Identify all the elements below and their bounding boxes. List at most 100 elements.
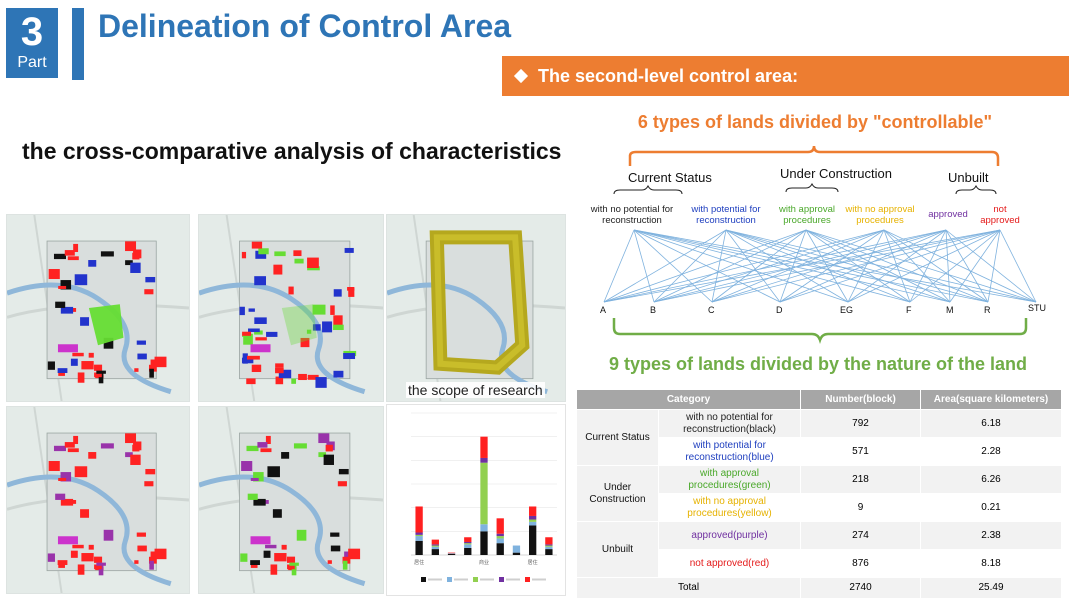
land-type-b: B <box>650 305 657 315</box>
sub-approved: approved <box>928 209 968 220</box>
map-parcel <box>241 251 247 259</box>
bar-5-0 <box>496 543 504 555</box>
header-number: Number(block) <box>800 389 922 410</box>
land-type-r: R <box>984 305 991 315</box>
map-parcel <box>47 361 55 370</box>
row-number: 792 <box>800 409 922 438</box>
map-parcel <box>333 370 344 378</box>
group-unbuilt: Unbuilt <box>576 521 659 578</box>
row-label: with approval procedures(green) <box>657 465 802 494</box>
map-parcel <box>134 368 139 372</box>
bar-8-1 <box>545 546 553 550</box>
map-parcel <box>289 562 299 566</box>
map-parcel <box>80 317 90 326</box>
map-parcel <box>254 276 267 286</box>
map-parcel <box>125 452 133 458</box>
scope-caption: the scope of research <box>406 382 545 398</box>
map-parcel <box>55 493 66 500</box>
map-parcel <box>96 562 106 566</box>
bar-7-0 <box>529 525 537 555</box>
bar-2-1 <box>447 553 456 554</box>
map-parcel <box>318 433 330 444</box>
map-parcel <box>144 481 154 487</box>
map-scope-of-research <box>386 214 566 402</box>
link-4-8 <box>945 229 1037 303</box>
map-parcel <box>64 442 75 448</box>
map-parcel <box>130 262 141 273</box>
map-svg <box>7 407 189 593</box>
map-parcel <box>300 337 310 348</box>
row-number: 9 <box>800 493 922 522</box>
row-number: 571 <box>800 437 922 466</box>
map-svg <box>199 407 383 593</box>
part-word: Part <box>17 54 47 71</box>
link-2-1 <box>653 229 807 303</box>
row-area: 6.26 <box>920 465 1063 494</box>
link-4-6 <box>945 229 951 303</box>
legend-swatch <box>473 577 478 582</box>
bar-5-1 <box>496 538 504 544</box>
table-row: with potential for reconstruction(blue) … <box>577 437 1063 466</box>
map-parcel <box>278 369 292 379</box>
link-4-0 <box>603 229 947 303</box>
map-parcel <box>74 466 88 478</box>
map-parcel <box>343 353 356 360</box>
map-parcel <box>322 321 333 333</box>
link-5-1 <box>653 229 1001 303</box>
x-tick-label: 居住 <box>414 559 424 566</box>
map-parcel <box>67 448 79 453</box>
map-parcel <box>275 363 284 368</box>
brace-current-status <box>613 184 683 195</box>
map-parcel <box>348 548 361 560</box>
sub-not-approved: not approved <box>980 204 1020 226</box>
map-parcel <box>281 452 290 459</box>
map-parcel <box>154 548 167 560</box>
bottom-brace <box>612 318 1028 344</box>
map-parcel <box>275 376 284 385</box>
land-type-m: M <box>946 305 954 315</box>
map-parcel <box>70 550 78 558</box>
map-parcel <box>48 269 60 279</box>
legend-swatch <box>525 577 530 582</box>
row-area: 2.38 <box>920 521 1063 550</box>
map-parcel <box>307 257 319 269</box>
land-type-stu: STU <box>1028 303 1046 313</box>
map-parcel <box>273 264 283 275</box>
map-parcel <box>294 258 304 264</box>
table-row: not approved(red) 876 8.18 <box>577 549 1063 578</box>
bar-0-4 <box>415 506 423 533</box>
map-parcel <box>60 498 74 506</box>
row-number: 218 <box>800 465 922 494</box>
link-3-3 <box>779 229 885 303</box>
map-parcel <box>288 286 294 295</box>
map-svg <box>199 215 383 401</box>
map-parcel <box>74 274 88 286</box>
part-number: 3 <box>20 10 44 54</box>
link-2-3 <box>779 229 807 303</box>
bar-3-1 <box>464 544 472 548</box>
map-overlay <box>198 406 384 594</box>
map-parcel <box>348 288 355 297</box>
map-parcel <box>72 544 84 549</box>
bar-1-0 <box>431 549 439 555</box>
map-parcel <box>250 536 271 545</box>
map-parcel <box>255 337 267 341</box>
map-parcel <box>250 477 259 481</box>
map-parcel <box>81 361 94 370</box>
link-1-1 <box>653 229 727 303</box>
map-svg <box>7 215 189 401</box>
map-parcel <box>250 563 258 568</box>
diamond-bullet-icon <box>513 69 529 84</box>
legend-swatch <box>447 577 452 582</box>
sub-with-approval: with approval procedures <box>779 204 835 226</box>
map-parcel <box>98 565 104 576</box>
map-parcel <box>265 544 277 549</box>
map-parcel <box>137 545 147 552</box>
bar-8-0 <box>545 549 553 555</box>
link-4-4 <box>847 229 947 303</box>
map-parcel <box>154 356 167 368</box>
bar-7-2 <box>529 519 537 522</box>
row-area: 6.18 <box>920 409 1063 438</box>
map-parcel <box>318 452 327 458</box>
map-parcel <box>136 532 146 537</box>
